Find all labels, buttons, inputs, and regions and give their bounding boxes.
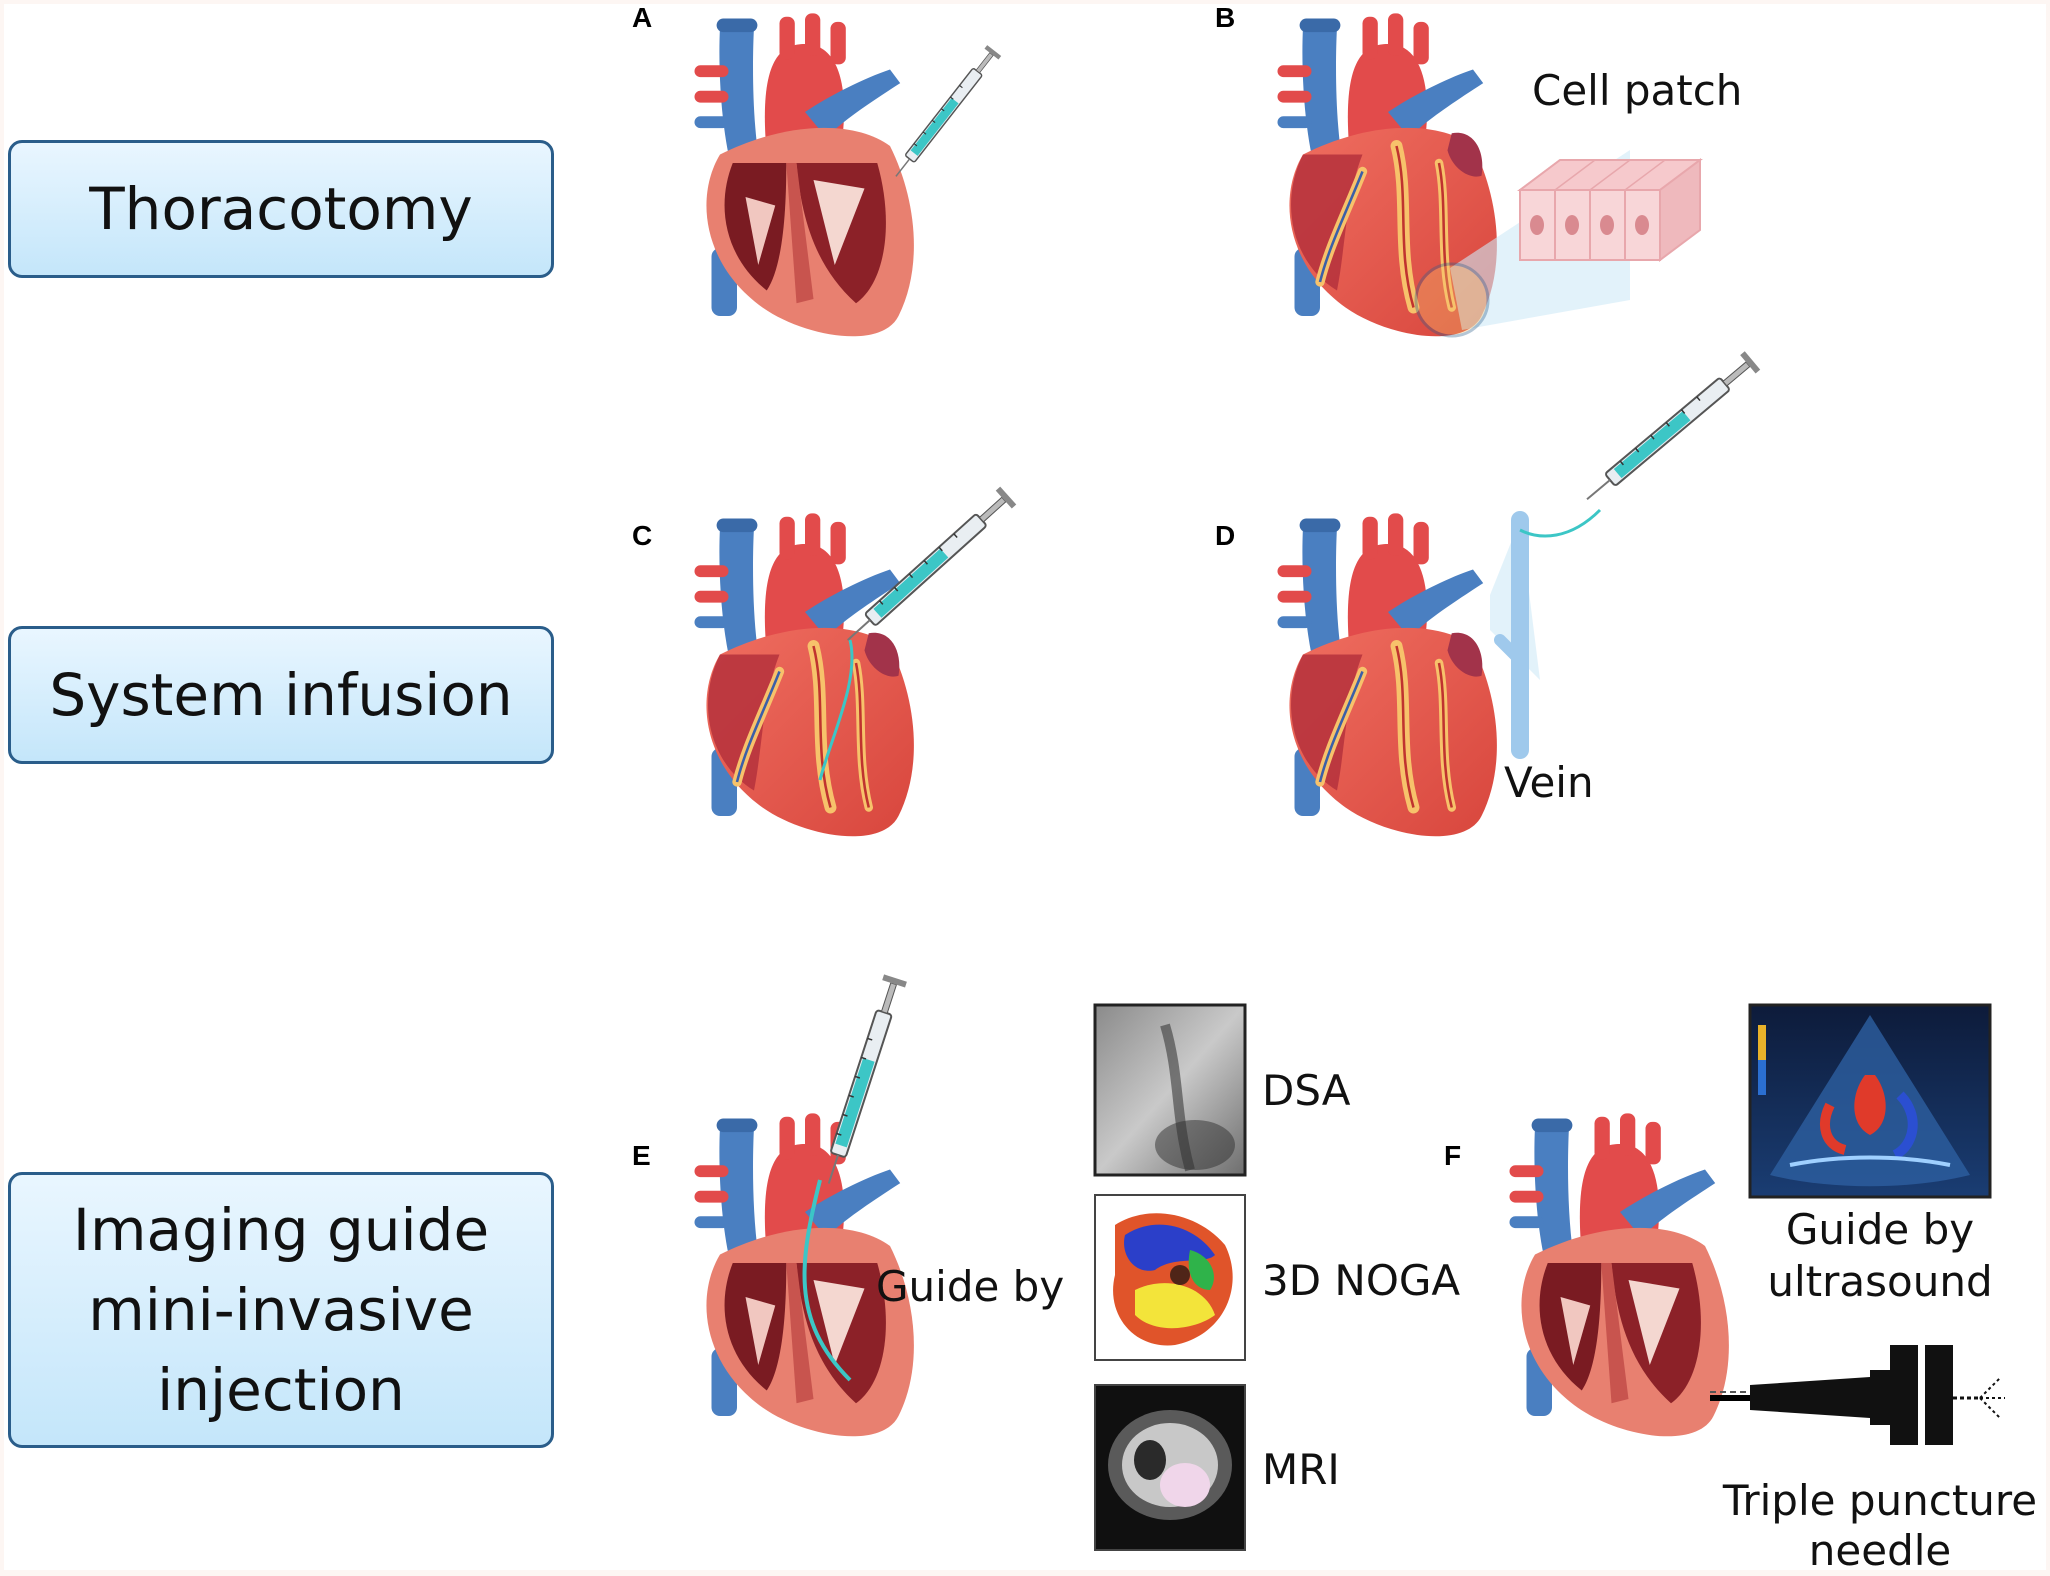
method-box-system-infusion: System infusion — [8, 626, 554, 764]
vein-illustration — [1490, 350, 1762, 759]
syringe-icon-a — [888, 44, 1002, 183]
method-label-thoracotomy: Thoracotomy — [89, 175, 473, 243]
panel-letter-e: E — [632, 1140, 651, 1171]
panel-letter-f: F — [1444, 1140, 1462, 1171]
label-guide-by-us-line1: Guide by — [1785, 1205, 1975, 1254]
syringe-icon-c — [818, 485, 1018, 781]
label-guide-by-us-line2: ultrasound — [1767, 1257, 1993, 1306]
label-guide-by-ultrasound: Guide by ultrasound — [1720, 1204, 2040, 1308]
label-triple-line1: Triple puncture — [1722, 1476, 2038, 1525]
panel-letter-b: B — [1215, 2, 1236, 33]
triple-puncture-needle-illustration — [1710, 1345, 2005, 1445]
method-label-imaging-line1: Imaging guide — [72, 1196, 490, 1264]
cell-patch-illustration — [1414, 150, 1703, 338]
label-triple-puncture-needle: Triple puncture needle — [1710, 1476, 2050, 1576]
method-label-system-infusion: System infusion — [49, 661, 513, 729]
label-triple-line2: needle — [1808, 1526, 1952, 1575]
label-3d-noga: 3D NOGA — [1262, 1256, 1461, 1305]
method-box-thoracotomy: Thoracotomy — [8, 140, 554, 278]
method-box-imaging-guide: Imaging guide mini-invasive injection — [8, 1172, 554, 1448]
method-label-imaging-line3: injection — [157, 1356, 405, 1424]
label-mri: MRI — [1262, 1445, 1340, 1494]
label-vein: Vein — [1504, 758, 1594, 807]
panel-letter-d: D — [1215, 520, 1236, 551]
panel-letter-c: C — [632, 520, 653, 551]
label-guide-by: Guide by — [876, 1262, 1065, 1311]
method-label-imaging-line2: mini-invasive — [88, 1276, 474, 1344]
noga-image — [1094, 1194, 1246, 1361]
label-dsa: DSA — [1262, 1066, 1351, 1115]
ultrasound-image — [1748, 1003, 1992, 1199]
syringe-icon-e — [802, 973, 908, 1382]
mri-image — [1094, 1384, 1246, 1551]
dsa-image — [1093, 1003, 1247, 1177]
label-cell-patch: Cell patch — [1532, 66, 1743, 115]
panel-letter-a: A — [632, 2, 653, 33]
